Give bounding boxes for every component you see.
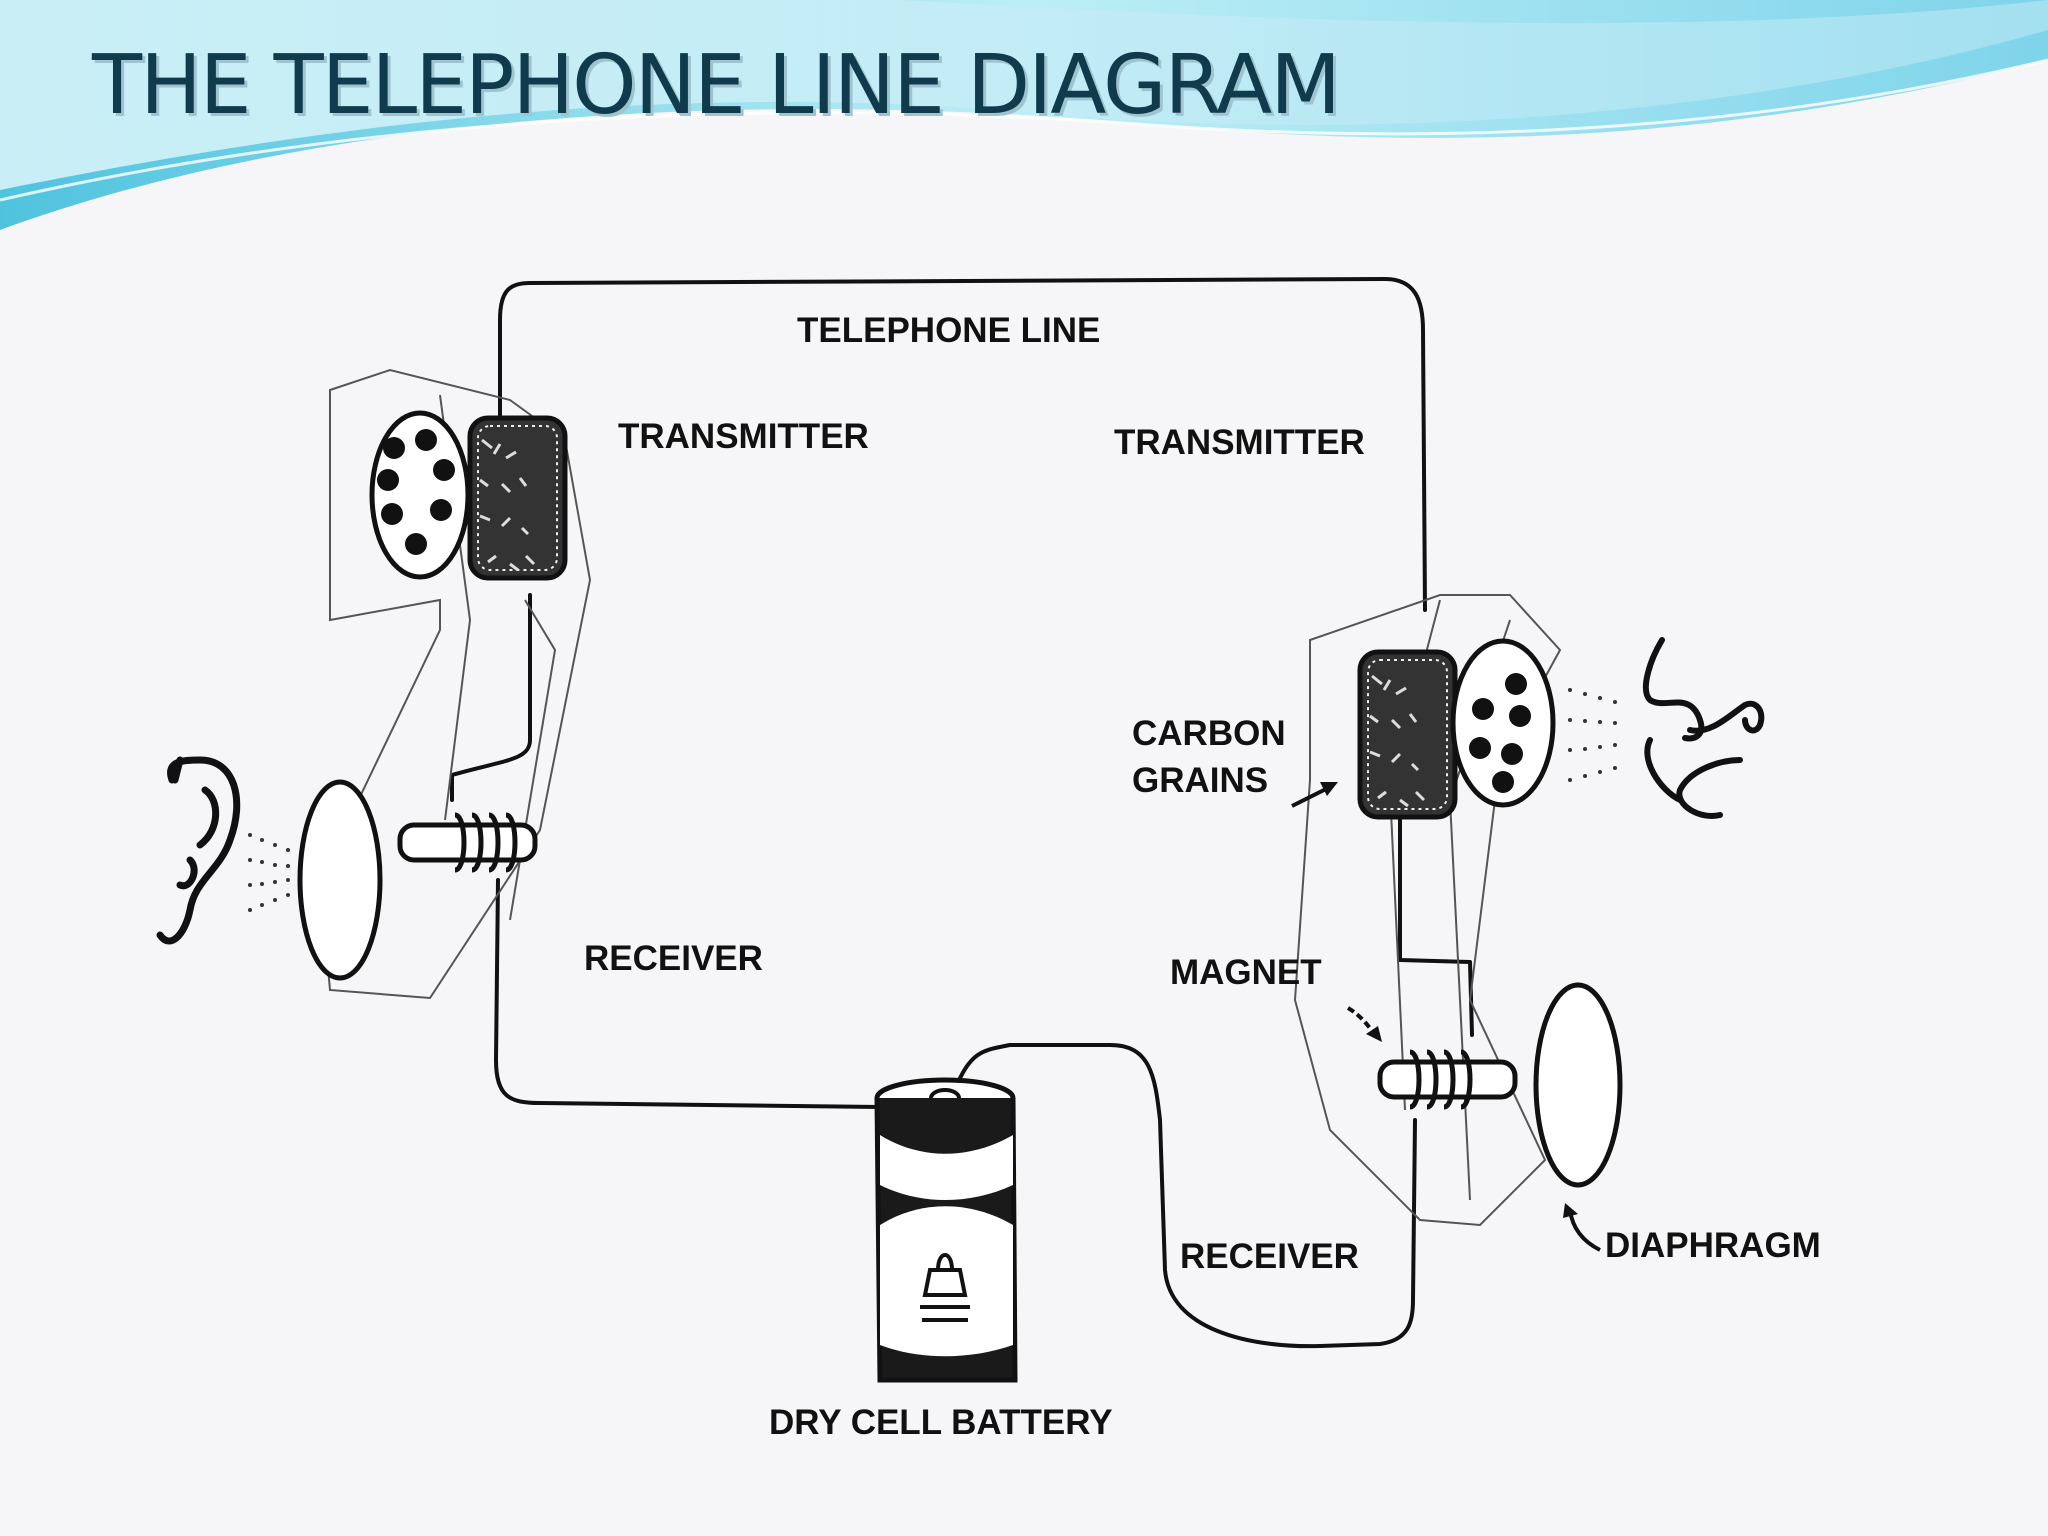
battery-logo-icon	[920, 1253, 970, 1322]
left-diaphragm	[297, 779, 383, 981]
battery-to-right-wire	[953, 1043, 1417, 1349]
diaphragm-label: DIAPHRAGM	[1605, 1226, 1821, 1265]
right-diaphragm	[1533, 982, 1623, 1188]
carbon-grains-arrow	[1291, 782, 1338, 808]
right-circuit-wire	[1398, 818, 1474, 1037]
carbon-grains-label-line1: CARBON	[1132, 714, 1286, 753]
banner-wave-line	[0, 58, 2048, 202]
left-sound-waves	[248, 833, 290, 912]
left-mouthpiece	[369, 410, 471, 580]
right-carbon-grains-box	[1357, 649, 1458, 820]
left-handset	[156, 368, 592, 1000]
left-handset-body	[318, 368, 592, 1000]
right-receiver-label: RECEIVER	[1180, 1237, 1359, 1276]
left-receiver-label: RECEIVER	[584, 939, 763, 978]
left-circuit-wire	[450, 593, 532, 802]
right-mouthpiece	[1450, 638, 1556, 808]
right-handset	[1293, 594, 1765, 1227]
dry-cell-battery	[874, 1077, 1018, 1383]
left-electromagnet	[397, 812, 538, 873]
banner-wave-front	[0, 0, 2048, 190]
right-transmitter-label: TRANSMITTER	[1114, 423, 1365, 462]
battery-label: DRY CELL BATTERY	[769, 1403, 1113, 1442]
header-banner	[0, 0, 2048, 230]
diaphragm-arrow	[1563, 1203, 1601, 1252]
telephone-line-wire	[498, 277, 1427, 612]
right-sound-waves	[1568, 688, 1617, 782]
ear-icon	[156, 756, 241, 945]
magnet-arrow	[1346, 1006, 1382, 1042]
slide-title: THE TELEPHONE LINE DIAGRAM	[92, 38, 1341, 133]
right-handset-body	[1293, 594, 1562, 1227]
left-carbon-grains-box	[467, 415, 568, 581]
right-electromagnet	[1377, 1049, 1518, 1110]
telephone-line-label: TELEPHONE LINE	[797, 311, 1100, 350]
carbon-grains-label-line2: GRAINS	[1132, 761, 1268, 800]
magnet-label: MAGNET	[1170, 953, 1322, 992]
mouth-icon	[1643, 637, 1765, 819]
left-return-wire	[494, 878, 887, 1109]
left-transmitter-label: TRANSMITTER	[618, 417, 869, 456]
